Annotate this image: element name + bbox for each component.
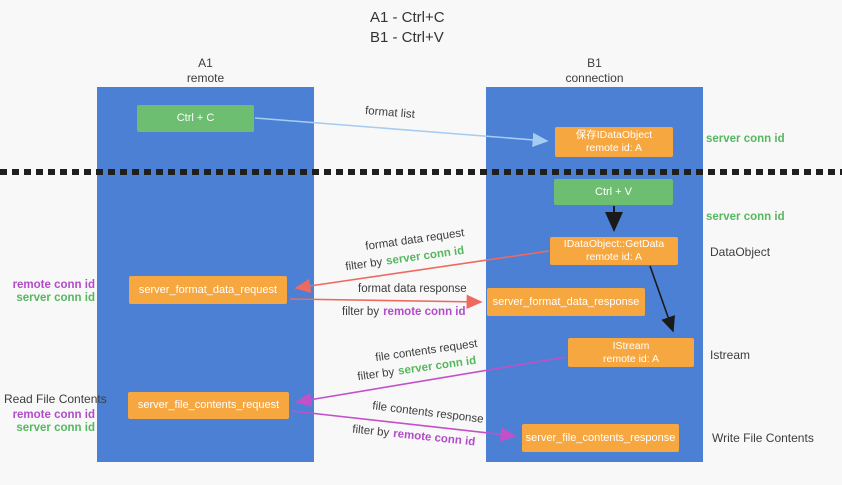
- label-server-conn-id-mid: server conn id: [706, 211, 785, 223]
- node-server-format-data-response-label: server_format_data_response: [492, 295, 640, 308]
- label-remote-conn-id-format: remote conn id: [12, 279, 95, 291]
- filter-by-text: filter by: [344, 256, 384, 274]
- left-column-name: A1: [198, 56, 213, 70]
- arrow-format-data-response: [289, 294, 483, 309]
- remote-conn-id-text: remote conn id: [383, 306, 466, 318]
- title-line-2: B1 - Ctrl+V: [370, 29, 444, 46]
- node-istream-line1: IStream: [612, 339, 650, 352]
- label-dataobject: DataObject: [710, 245, 771, 259]
- node-server-format-data-response: server_format_data_response: [487, 288, 645, 316]
- node-save-idataobject-line1: 保存IDataObject: [575, 129, 653, 141]
- node-server-format-data-request-label: server_format_data_request: [138, 283, 278, 296]
- node-server-file-contents-response-label: server_file_contents_response: [525, 431, 676, 444]
- label-format-data-response: format data response: [358, 283, 467, 295]
- node-idataobject-getdata-line1: IDataObject::GetData: [563, 238, 665, 250]
- node-save-idataobject-line2: remote id: A: [585, 142, 643, 154]
- dotted-separator-line: [0, 169, 842, 175]
- node-server-file-contents-request-label: server_file_contents_request: [137, 399, 280, 411]
- node-ctrl-c-label: Ctrl + C: [176, 112, 215, 124]
- node-save-idataobject: 保存IDataObject remote id: A: [555, 127, 673, 157]
- node-istream: IStream remote id: A: [568, 338, 694, 367]
- right-column-name: B1: [587, 56, 602, 70]
- node-idataobject-getdata: IDataObject::GetData remote id: A: [550, 237, 678, 265]
- label-remote-conn-id-file: remote conn id: [12, 409, 95, 421]
- filter-by-text: filter by: [342, 306, 380, 318]
- left-column-role: remote: [186, 71, 225, 85]
- node-ctrl-c: Ctrl + C: [137, 105, 254, 132]
- left-column-header: A1 remote: [97, 56, 314, 86]
- right-column-role: connection: [565, 71, 624, 85]
- node-server-format-data-request: server_format_data_request: [129, 276, 287, 304]
- node-server-file-contents-response: server_file_contents_response: [522, 424, 679, 452]
- label-server-conn-id-top: server conn id: [706, 133, 785, 145]
- label-istream: Istream: [710, 348, 751, 362]
- remote-conn-id-text: remote conn id: [392, 427, 476, 449]
- label-file-contents-response: file contents response: [371, 400, 485, 426]
- filter-by-text: filter by: [351, 423, 390, 440]
- node-idataobject-getdata-line2: remote id: A: [585, 251, 643, 263]
- node-ctrl-v-label: Ctrl + V: [595, 185, 632, 198]
- node-ctrl-v: Ctrl + V: [554, 179, 673, 205]
- label-server-conn-id-format: server conn id: [16, 292, 95, 304]
- diagram-title: A1 - Ctrl+C B1 - Ctrl+V: [370, 8, 445, 48]
- node-istream-line2: remote id: A: [602, 352, 660, 365]
- title-line-1: A1 - Ctrl+C: [370, 9, 445, 26]
- filter-by-text: filter by: [356, 366, 396, 384]
- label-write-file-contents: Write File Contents: [712, 431, 814, 445]
- right-column-header: B1 connection: [486, 56, 703, 86]
- label-format-list: format list: [364, 105, 416, 121]
- node-server-file-contents-request: server_file_contents_request: [128, 392, 289, 419]
- label-server-conn-id-file: server conn id: [16, 422, 95, 434]
- label-read-file-contents: Read File Contents: [4, 392, 107, 406]
